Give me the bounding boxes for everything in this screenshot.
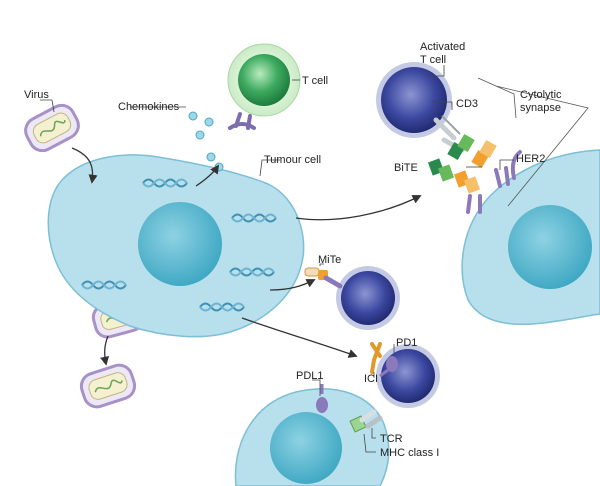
arrow-to-activated [295, 195, 422, 221]
tumour-nucleus [138, 202, 222, 286]
label-activated-2: T cell [420, 54, 446, 66]
label-cytolytic-2: synapse [520, 102, 561, 114]
mite-t-cell [341, 271, 395, 325]
label-mite: MiTe [318, 254, 341, 266]
arrow-virus-release [100, 335, 110, 366]
arrow-to-mite [269, 279, 316, 291]
label-ici: ICI [364, 373, 378, 385]
bottom-nucleus [270, 412, 342, 484]
label-pdl1: PDL1 [296, 370, 324, 382]
ici-antibody [370, 342, 382, 374]
dna-4 [229, 267, 275, 277]
dna-5 [199, 302, 245, 312]
label-her2: HER2 [516, 153, 545, 165]
arrow-to-ici [241, 317, 358, 358]
target-nucleus [508, 205, 592, 289]
label-cd3: CD3 [456, 98, 478, 110]
cytolytic-synapse-proteins [427, 115, 522, 214]
virus-released [79, 363, 137, 409]
cytolytic-synapse-bracket [477, 77, 589, 207]
pd1-receptor [379, 356, 398, 378]
label-virus: Virus [24, 89, 49, 101]
arrows [71, 147, 422, 366]
t-cell [238, 54, 290, 106]
tcr-mhc-complex [349, 409, 383, 433]
t-cell-receptor [228, 112, 256, 130]
virus-top [24, 103, 80, 153]
activated-t-cell [381, 67, 447, 133]
dna-2 [231, 213, 277, 223]
label-t-cell: T cell [302, 75, 328, 87]
label-bite: BiTE [394, 162, 418, 174]
arrow-virus-infects [71, 147, 98, 184]
label-tcr: TCR [380, 433, 403, 445]
chemokine-dots [188, 111, 224, 172]
pdl1-protein [316, 384, 328, 413]
leader-lines [40, 65, 514, 453]
mite-protein [304, 267, 343, 289]
label-mhc-class-1: MHC class I [380, 447, 439, 459]
label-pd1: PD1 [396, 337, 417, 349]
label-chemokines: Chemokines [118, 101, 180, 113]
dna-1 [142, 178, 188, 188]
arrow-chemokine-release [195, 164, 220, 187]
label-cytolytic-1: Cytolytic [520, 89, 562, 101]
label-tumour-cell: Tumour cell [264, 154, 321, 166]
label-activated-1: Activated [420, 41, 465, 53]
dna-3 [81, 280, 127, 290]
